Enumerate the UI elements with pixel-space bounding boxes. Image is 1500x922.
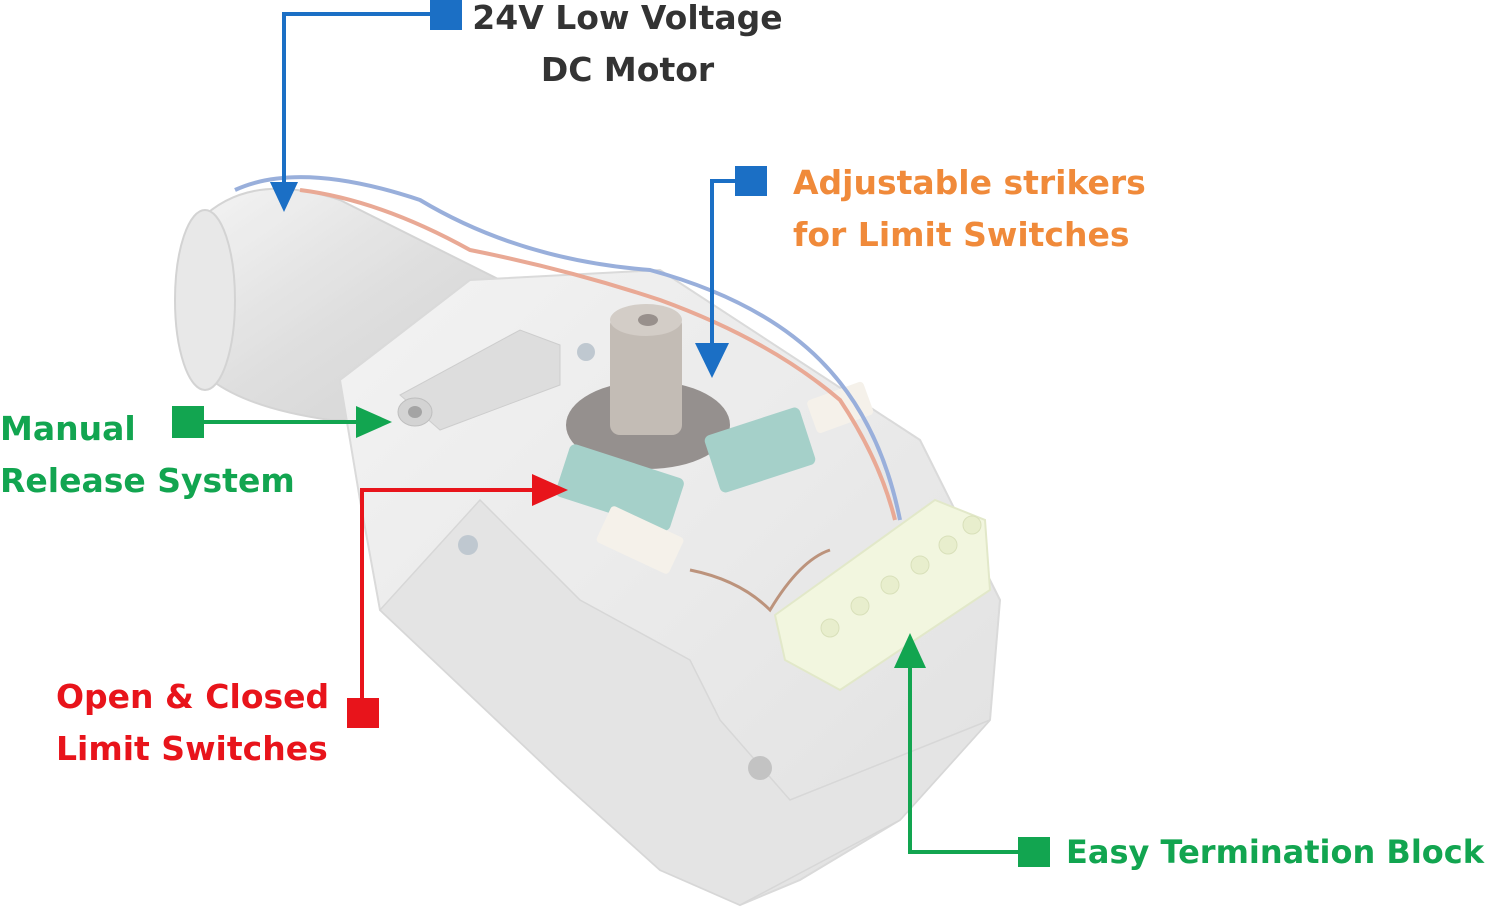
wire-blue	[234, 175, 902, 521]
strikers-label-line-2: for Limit Switches	[793, 215, 1130, 254]
gearbox-lower-face	[378, 498, 991, 906]
terminal-callout-leader	[894, 633, 1034, 854]
strikers-callout-label: Adjustable strikers for Limit Switches	[793, 157, 1146, 261]
manual-release-lever	[399, 329, 561, 431]
limits-callout-leader	[360, 474, 568, 712]
output-shaft-bore	[638, 314, 658, 326]
motor-label-line-1: 24V Low Voltage	[472, 0, 783, 37]
limits-callout-label: Open & Closed Limit Switches	[56, 671, 329, 775]
gear-motor-illustration	[174, 175, 1002, 907]
motor-label-line-2: DC Motor	[540, 50, 715, 89]
limits-label-line-2: Limit Switches	[56, 729, 328, 768]
screw	[577, 343, 595, 361]
wire-brown	[689, 548, 831, 613]
wire-red	[299, 188, 897, 521]
termination-block	[773, 498, 992, 692]
motor-callout-leader	[270, 12, 445, 212]
release-callout-leader	[190, 406, 392, 438]
terminal-screws	[820, 515, 982, 638]
motor-callout-label: 24V Low Voltage DC Motor	[470, 0, 785, 96]
limit-switch-closed	[555, 444, 684, 531]
screw	[748, 756, 772, 780]
release-label-line-2: Release System	[0, 461, 295, 500]
release-callout-marker	[172, 406, 204, 438]
limit-switch-open	[704, 407, 816, 493]
screw	[458, 535, 478, 555]
limits-callout-marker	[347, 698, 379, 728]
release-callout-label: Manual Release System	[0, 403, 295, 507]
motor-callout-marker	[430, 0, 462, 30]
strikers-callout-marker	[735, 166, 767, 196]
terminal-callout-marker	[1018, 837, 1050, 867]
limits-label-line-1: Open & Closed	[56, 677, 330, 716]
switch-connector-right	[807, 381, 874, 434]
strikers-label-line-1: Adjustable strikers	[793, 163, 1146, 202]
switch-connector-left	[596, 506, 684, 574]
terminal-label-line-1: Easy Termination Block	[1066, 833, 1485, 871]
manual-release-hole	[408, 406, 422, 418]
release-label-line-1: Manual	[0, 409, 136, 448]
motor-end-cap	[174, 209, 236, 391]
output-shaft	[610, 315, 682, 435]
terminal-callout-label: Easy Termination Block	[1066, 826, 1484, 878]
